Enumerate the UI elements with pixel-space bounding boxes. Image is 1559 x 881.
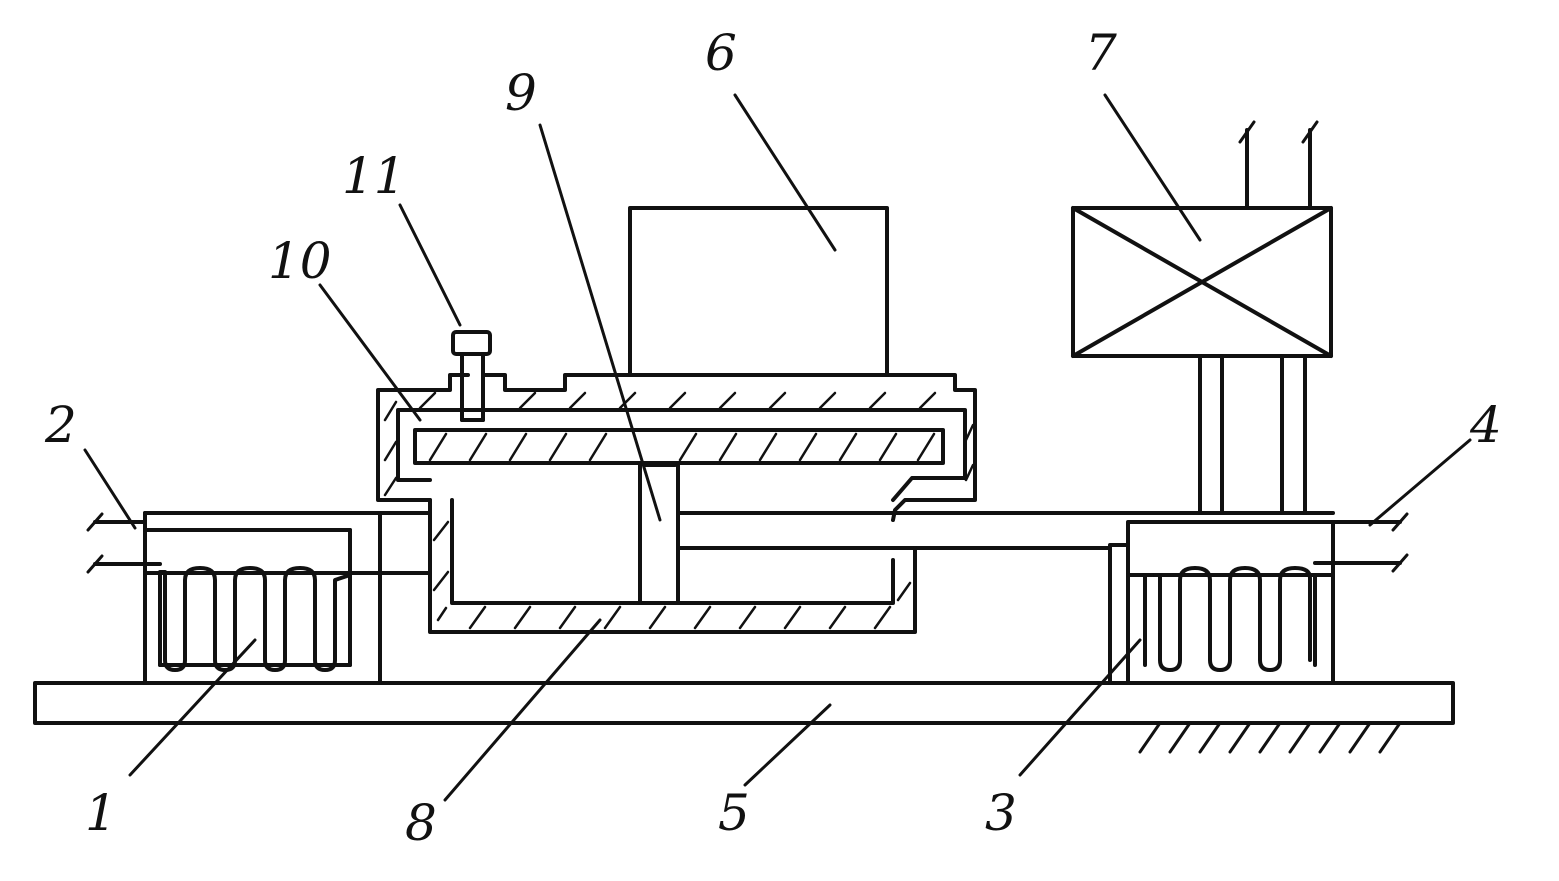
label-6: 6 [705, 24, 737, 82]
left-terminal-leads [88, 514, 160, 572]
label-10: 10 [268, 232, 332, 290]
vertical-shaft [640, 463, 678, 603]
label-1: 1 [85, 784, 117, 842]
sensor-box [1073, 208, 1331, 356]
label-3: 3 [985, 784, 1017, 842]
label-4: 4 [1469, 396, 1502, 454]
left-electromagnet [145, 513, 380, 683]
sensor-leads [1240, 122, 1317, 208]
right-electromagnet [1110, 522, 1333, 683]
label-8: 8 [405, 794, 437, 852]
label-7: 7 [1085, 24, 1117, 82]
load-block [630, 208, 887, 375]
base-plate [35, 683, 1453, 723]
label-5: 5 [718, 784, 750, 842]
sensor-legs [1200, 356, 1305, 513]
label-2: 2 [44, 396, 77, 454]
inner-plate [415, 430, 943, 463]
label-11: 11 [342, 147, 406, 205]
ground-hatch [1135, 723, 1405, 752]
label-9: 9 [505, 64, 537, 122]
right-coil [1155, 568, 1310, 670]
